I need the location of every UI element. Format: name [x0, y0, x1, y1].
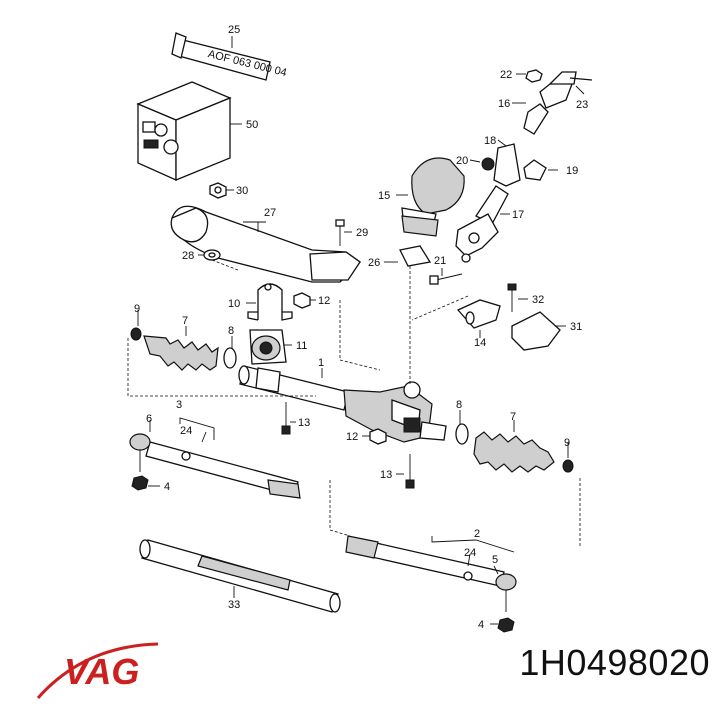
box-part: [136, 81, 242, 182]
pinion-assembly: [384, 157, 465, 384]
callout-17: 17: [512, 209, 524, 221]
callout-50: 50: [246, 119, 258, 131]
clamp-bracket-10: [246, 283, 293, 321]
callout-2: 2: [474, 528, 480, 540]
callout-31: 31: [570, 321, 582, 333]
bolt-13-top: [281, 402, 296, 435]
callout-9-right: 9: [564, 437, 570, 449]
callout-18: 18: [484, 135, 496, 147]
washer-28: [198, 249, 221, 261]
callout-29: 29: [356, 227, 368, 239]
heat-shield-27: [170, 205, 362, 283]
sleeve-33: [139, 539, 341, 613]
bracket-14-31-32: [411, 283, 566, 351]
left-boot-assembly: [130, 310, 237, 371]
nut-30: [209, 182, 234, 199]
vag-logo-text: VAG: [64, 651, 139, 692]
callout-13-top: 13: [298, 417, 310, 429]
callout-13-bottom: 13: [380, 469, 392, 481]
callout-5: 5: [492, 554, 498, 566]
tie-rod-right: [345, 535, 517, 633]
bushing-11: [249, 329, 292, 365]
callout-10: 10: [228, 298, 240, 310]
callout-11: 11: [296, 340, 307, 352]
lower-joint-17: [455, 185, 510, 263]
callout-26: 26: [368, 257, 380, 269]
callout-8-right: 8: [456, 399, 462, 411]
callout-28: 28: [182, 250, 194, 262]
callout-22: 22: [500, 69, 512, 81]
tie-rod-left: [129, 417, 301, 499]
callout-21: 21: [434, 255, 446, 267]
callout-12-lower: 12: [346, 431, 358, 443]
callout-8-left: 8: [228, 325, 234, 337]
callout-25: 25: [228, 24, 240, 36]
callout-23: 23: [576, 99, 588, 111]
callout-labels: 25 50 30 27 28 29 10 12 9 7 8 11 1 3 24 …: [134, 24, 588, 631]
nut-12-top: [293, 292, 316, 309]
callout-27: 27: [264, 207, 276, 219]
callout-3: 3: [176, 399, 182, 411]
callout-14: 14: [474, 337, 486, 349]
callout-4-right: 4: [478, 619, 484, 631]
grease-tube: AOF 063 000 04: [171, 32, 288, 81]
callout-4-left: 4: [164, 481, 170, 493]
bolt-29: [335, 219, 352, 246]
callout-32: 32: [532, 294, 544, 306]
bolt-21: [429, 268, 463, 285]
callout-19: 19: [566, 165, 578, 177]
callout-9-left: 9: [134, 303, 140, 315]
bolt-13-bottom: [396, 454, 415, 489]
right-boot-assembly: [455, 410, 574, 473]
part-number: 1H0498020: [519, 642, 710, 683]
callout-1: 1: [318, 357, 324, 369]
callout-12-top: 12: [318, 295, 330, 307]
callout-30: 30: [236, 185, 248, 197]
callout-15: 15: [378, 190, 390, 202]
vag-logo: VAG: [36, 642, 159, 699]
callout-7-right: 7: [510, 411, 516, 423]
callout-20: 20: [456, 155, 468, 167]
callout-16: 16: [498, 98, 510, 110]
steering-rack-1: [238, 365, 447, 443]
callout-7-left: 7: [182, 315, 188, 327]
nut-12-lower: [362, 428, 387, 445]
callout-6: 6: [146, 413, 152, 425]
callout-33: 33: [228, 599, 240, 611]
leader-frames: [127, 259, 581, 548]
callout-24-right: 24: [464, 547, 476, 559]
callout-24-left: 24: [180, 425, 192, 437]
universal-joint-assembly: [469, 69, 593, 187]
